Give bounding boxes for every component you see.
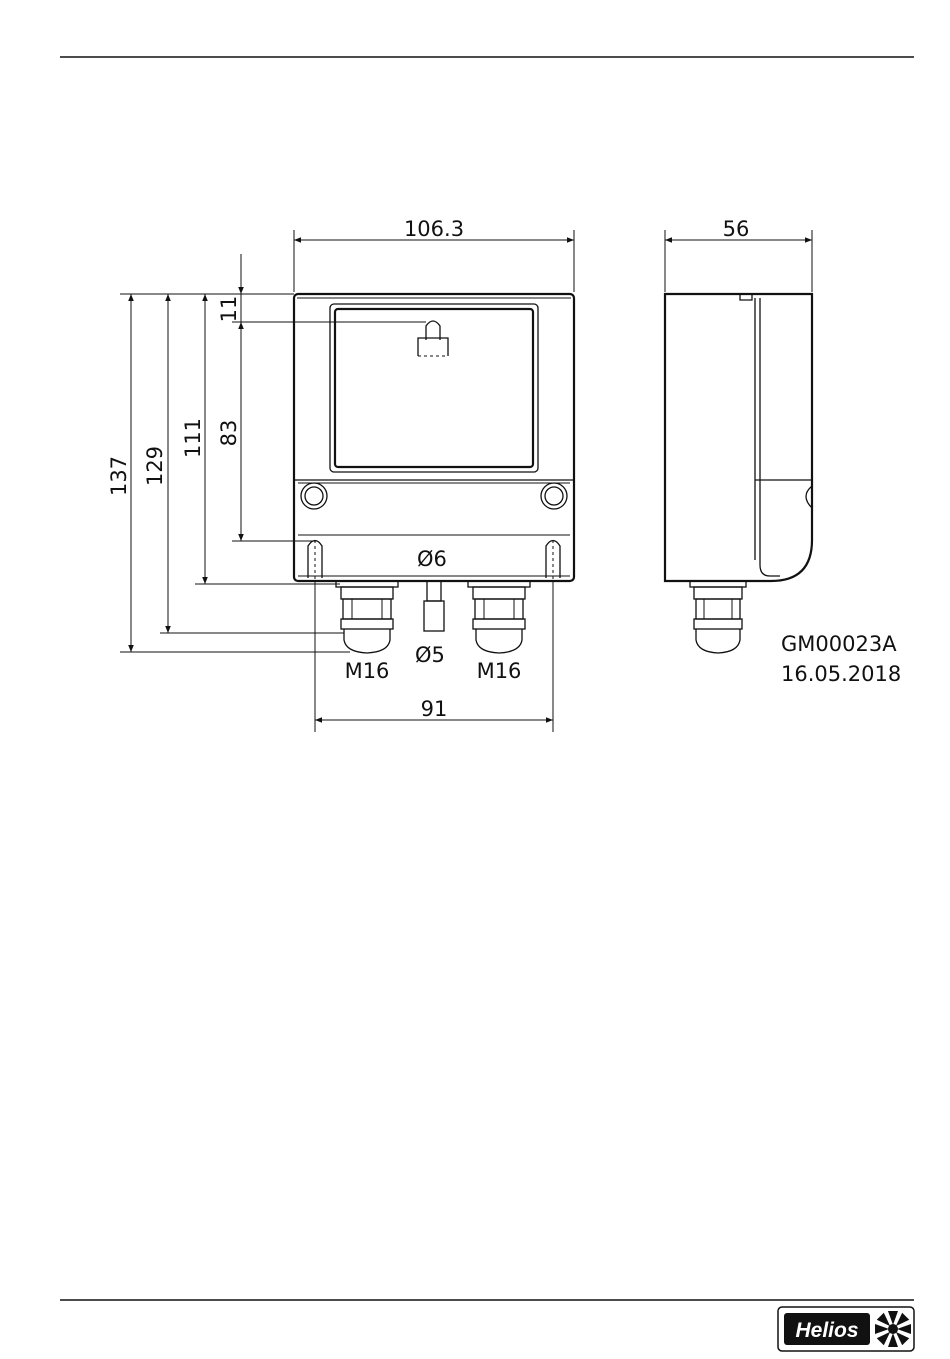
dimension-depth-side: 56 bbox=[665, 217, 812, 292]
side-cable-gland bbox=[690, 581, 746, 653]
side-view bbox=[665, 294, 812, 653]
dimension-height-window: 83 bbox=[217, 322, 241, 541]
logo-text: Helios bbox=[795, 1319, 858, 1342]
screw-left bbox=[301, 483, 327, 509]
dim-height-housing-label: 111 bbox=[181, 418, 205, 458]
dimension-height-housing: 111 bbox=[181, 294, 205, 584]
cable-gland-right bbox=[468, 581, 530, 653]
dim-height-total-label: 137 bbox=[107, 456, 131, 496]
dimension-width-front: 106.3 bbox=[294, 217, 574, 292]
dim-height-to-gland-label: 129 bbox=[143, 446, 167, 486]
drawing-code: GM00023A bbox=[781, 632, 897, 656]
mount-slot-right bbox=[546, 540, 560, 580]
tube-diameter-top-label: Ø6 bbox=[417, 547, 447, 571]
screw-right bbox=[541, 483, 567, 509]
helios-logo: Helios bbox=[778, 1307, 914, 1351]
dim-mount-spacing-label: 91 bbox=[421, 697, 448, 721]
drawing-date: 16.05.2018 bbox=[781, 662, 901, 686]
cable-gland-left bbox=[336, 581, 398, 653]
mount-slot-left bbox=[308, 540, 322, 580]
pressure-tube bbox=[424, 581, 444, 631]
gland-right-label: M16 bbox=[477, 659, 522, 683]
fan-icon bbox=[875, 1311, 911, 1347]
dim-depth-side-label: 56 bbox=[723, 217, 750, 241]
dimension-height-to-gland: 129 bbox=[143, 294, 168, 633]
dim-top-offset-label: 11 bbox=[217, 296, 241, 323]
gland-left-label: M16 bbox=[345, 659, 390, 683]
dim-height-window-label: 83 bbox=[217, 420, 241, 447]
dimension-height-total: 137 bbox=[107, 294, 131, 652]
front-view bbox=[294, 294, 574, 653]
dim-width-front-label: 106.3 bbox=[404, 217, 464, 241]
dimension-top-offset: 11 bbox=[217, 254, 241, 322]
tube-diameter-bottom-label: Ø5 bbox=[415, 643, 445, 667]
